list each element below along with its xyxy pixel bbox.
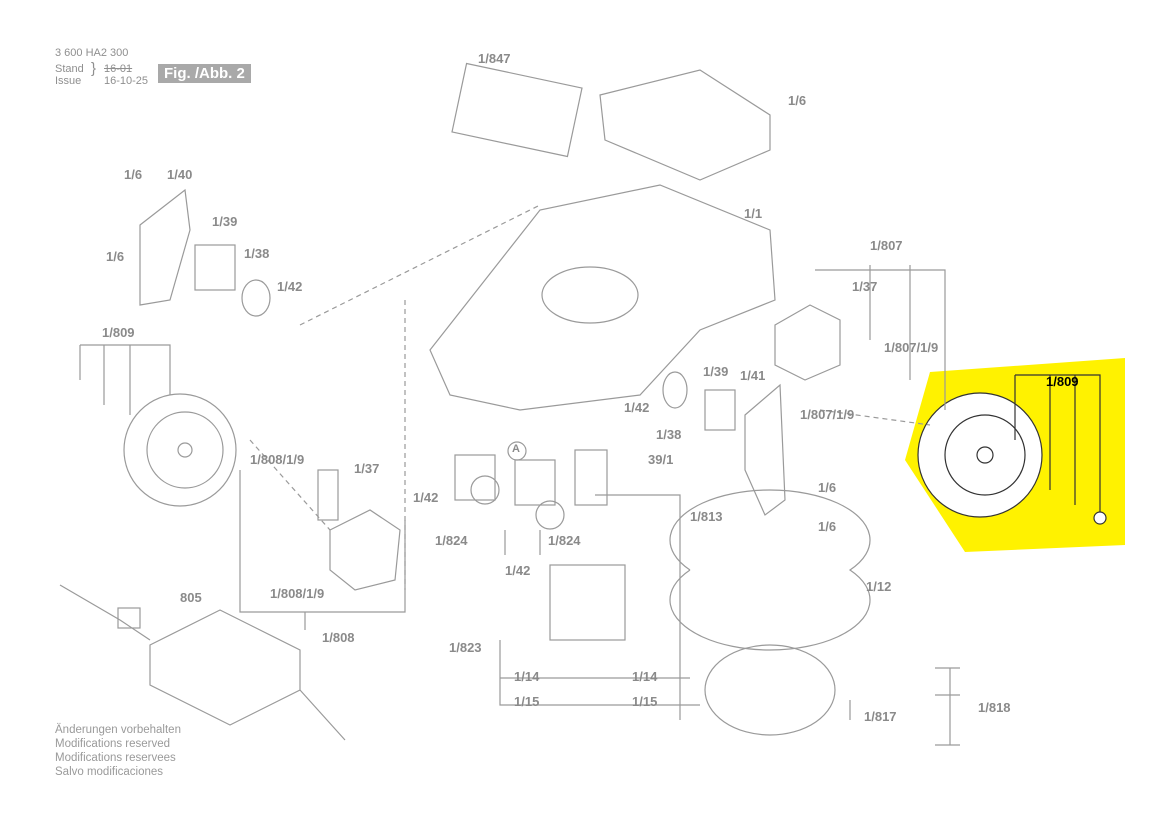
part-number: 3 600 HA2 300: [55, 47, 129, 59]
part-label: 1/6: [106, 249, 125, 264]
note-de: Änderungen vorbehalten: [55, 724, 181, 736]
cable-clip: [117, 607, 141, 629]
chassis: [429, 184, 776, 411]
gear-right: [662, 371, 688, 409]
gearbox-left: [329, 509, 401, 591]
motor: [549, 564, 626, 641]
part-label: 1/824: [435, 533, 468, 548]
part-label: 1/40: [167, 167, 193, 182]
stand-label: Stand: [55, 63, 84, 75]
part-label: 1/38: [656, 427, 682, 442]
gear-left: [241, 279, 271, 317]
label-a-circle: [507, 441, 527, 461]
part-label: 1/807/1/9: [800, 407, 855, 422]
leader-lines: [239, 265, 960, 746]
gearbox-right: [774, 304, 841, 381]
part-label: 1/37: [354, 461, 380, 476]
part-label: 1/824: [548, 533, 581, 548]
issue-label: Issue: [55, 75, 82, 87]
part-label: 1/818: [978, 700, 1011, 715]
brace-glyph: }: [91, 60, 97, 77]
part-label: 1/808: [322, 630, 355, 645]
part-label: 1/14: [514, 669, 540, 684]
part-label: 1/6: [788, 93, 807, 108]
view-marker: A: [512, 443, 520, 455]
note-fr: Modifications reservees: [55, 752, 176, 764]
wheel-left: [123, 393, 237, 507]
part-label: 1/15: [514, 694, 540, 709]
gear-housing-right: [704, 389, 736, 431]
front-wheel-left: [470, 475, 500, 505]
note-en: Modifications reserved: [55, 738, 171, 750]
part-label: 1/813: [690, 509, 723, 524]
part-label: 1/42: [277, 279, 303, 294]
part-label: 1/15: [632, 694, 658, 709]
front-wheel-housing-left: [454, 454, 496, 501]
part-label: 1/41: [740, 368, 766, 383]
part-label: 1/807: [870, 238, 903, 253]
part-label: 1/39: [212, 214, 238, 229]
part-label: 1/14: [632, 669, 658, 684]
base-plate: [704, 644, 836, 736]
modification-notes: Änderungen vorbehalten Modifications res…: [55, 723, 181, 779]
drive-motor: [574, 449, 608, 506]
part-label: 1/808/1/9: [270, 586, 325, 601]
part-label: 1/39: [703, 364, 729, 379]
front-wheel-right: [535, 500, 565, 530]
part-label-highlighted: 1/809: [1046, 374, 1079, 389]
part-label: 1/847: [478, 51, 511, 66]
part-label: 1/42: [505, 563, 531, 578]
bracket-left: [139, 188, 191, 306]
part-label: 1/12: [866, 579, 892, 594]
part-label: 1/809: [102, 325, 135, 340]
power-cable: [59, 584, 346, 741]
part-label: 1/823: [449, 640, 482, 655]
leader-1-809-highlight: [1014, 374, 1101, 515]
gear-housing-left: [194, 244, 236, 291]
part-label: 1/807/1/9: [884, 340, 939, 355]
pcb: [599, 69, 771, 181]
leader-1-809-left: [79, 344, 171, 415]
part-label: 1/38: [244, 246, 270, 261]
part-label: 805: [180, 590, 202, 605]
part-label: 1/1: [744, 206, 763, 221]
figure-label: Fig. /Abb. 2: [158, 64, 251, 83]
part-label: 1/37: [852, 279, 878, 294]
part-label: 1/6: [818, 519, 837, 534]
chassis-opening: [541, 266, 639, 324]
bracket-right: [744, 383, 786, 516]
power-supply: [149, 609, 301, 726]
issue-value: 16-10-25: [104, 75, 149, 87]
part-label: 1/42: [413, 490, 439, 505]
part-label: 39/1: [648, 452, 674, 467]
wheel-right: [917, 392, 1043, 518]
stand-value: 16-01: [104, 63, 133, 75]
part-label: 1/42: [624, 400, 650, 415]
part-label: 1/808/1/9: [250, 452, 305, 467]
dashed-guides: [249, 204, 931, 590]
front-wheel-housing-right: [514, 459, 556, 506]
blade-disc: [669, 489, 871, 651]
part-label: 1/6: [124, 167, 143, 182]
wheel-cap: [1093, 511, 1107, 525]
sensor-arm: [317, 469, 339, 521]
battery: [451, 62, 583, 158]
part-label: 1/817: [864, 709, 897, 724]
part-label: 1/6: [818, 480, 837, 495]
note-es: Salvo modificaciones: [55, 766, 164, 778]
